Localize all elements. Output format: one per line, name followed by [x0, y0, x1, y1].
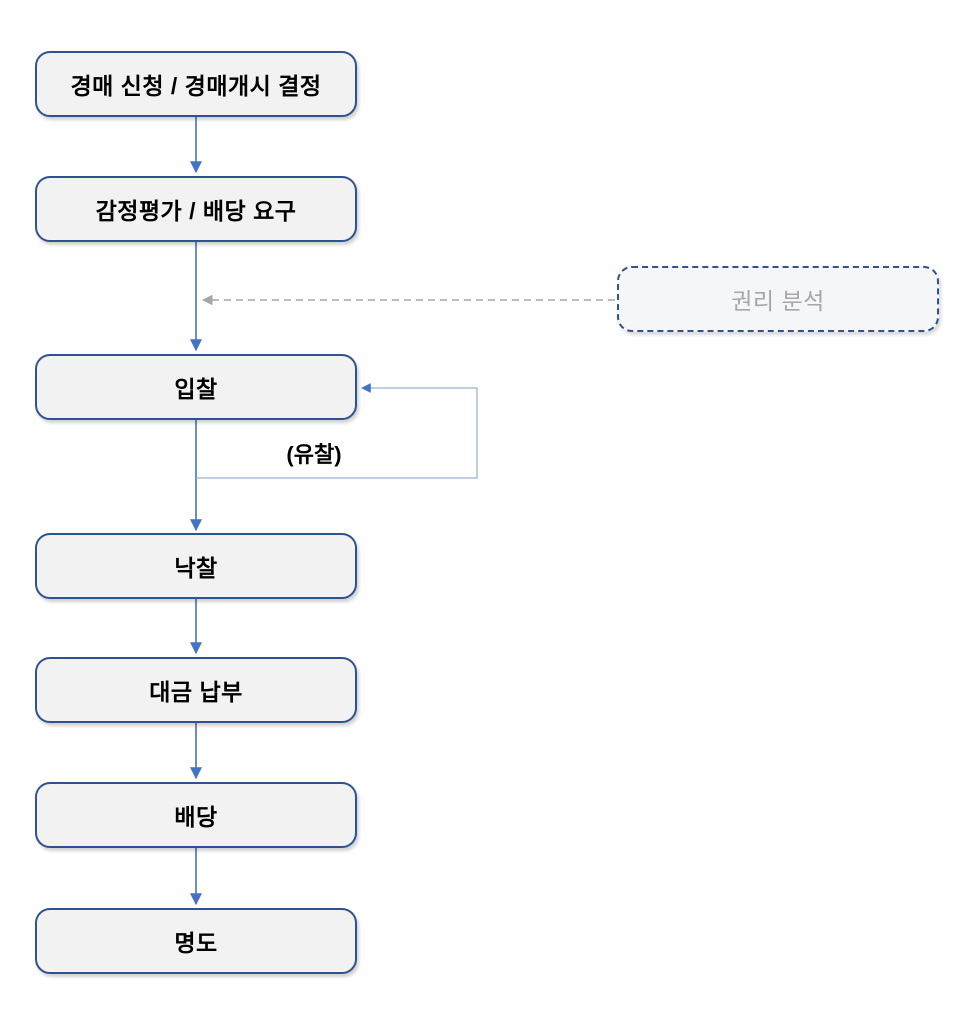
flow-node-eviction-label: 명도 — [174, 930, 218, 956]
flow-node-payment: 대금 납부 — [35, 657, 357, 723]
flow-node-successful-bid: 낙찰 — [35, 533, 357, 599]
flow-node-bidding-label: 입찰 — [174, 376, 218, 402]
flow-node-rights-analysis: 권리 분석 — [617, 266, 939, 332]
flow-node-distribution-label: 배당 — [174, 804, 218, 830]
flow-node-successful-bid-label: 낙찰 — [174, 555, 218, 581]
flow-node-payment-label: 대금 납부 — [149, 679, 243, 705]
flow-node-rights-analysis-label: 권리 분석 — [731, 288, 825, 314]
flow-node-auction-application-label: 경매 신청 / 경매개시 결정 — [70, 73, 322, 99]
flow-node-bidding: 입찰 — [35, 354, 357, 420]
flow-node-distribution: 배당 — [35, 782, 357, 848]
failed-bid-loop-label: (유찰) — [286, 442, 342, 467]
flow-node-appraisal: 감정평가 / 배당 요구 — [35, 176, 357, 242]
flow-node-eviction: 명도 — [35, 908, 357, 974]
flow-node-auction-application: 경매 신청 / 경매개시 결정 — [35, 51, 357, 117]
flow-node-appraisal-label: 감정평가 / 배당 요구 — [95, 198, 297, 224]
